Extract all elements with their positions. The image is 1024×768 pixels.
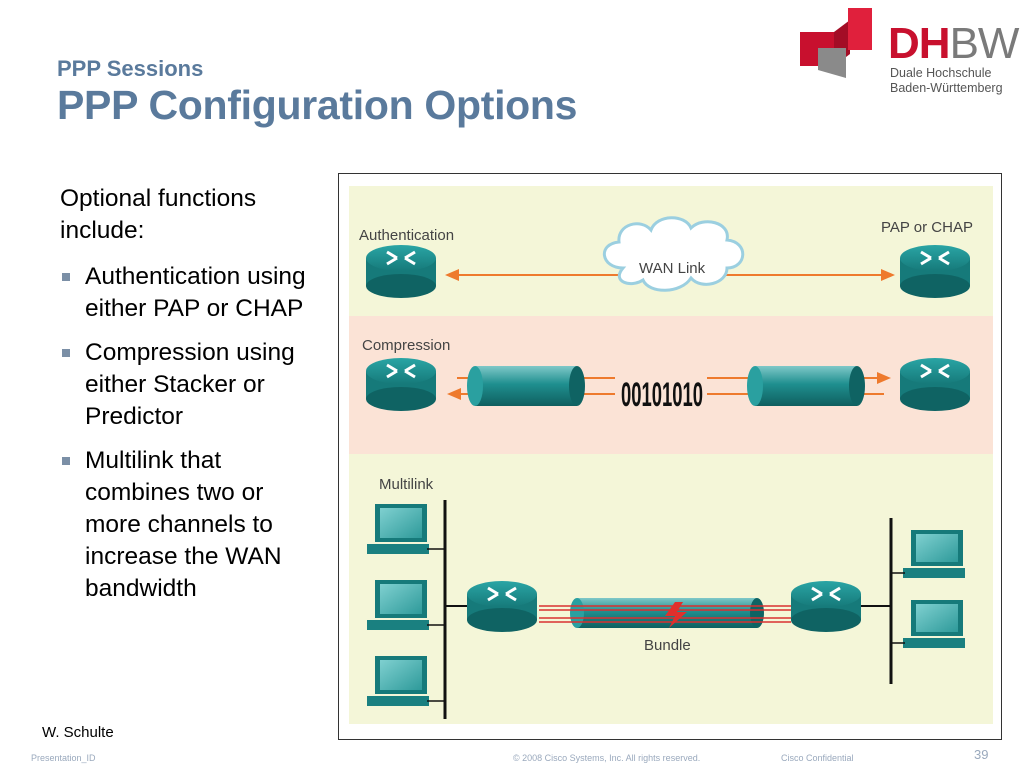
binary-data-text: 00101010 — [621, 376, 703, 414]
bullet-text: Authentication using either PAP or CHAP — [85, 263, 306, 322]
bullet-item: Multilink that combines two or more chan… — [60, 445, 320, 605]
logo-line1: Duale Hochschule — [890, 66, 992, 80]
router-icon — [900, 245, 970, 298]
diagram-canvas: Authentication PAP or CHAP WAN Link Comp… — [349, 186, 993, 724]
ppp-options-diagram: Authentication PAP or CHAP WAN Link Comp… — [338, 173, 1002, 740]
pc-icon — [367, 656, 445, 706]
slide-title: PPP Configuration Options — [57, 82, 578, 128]
section-subtitle: PPP Sessions — [57, 56, 204, 81]
logo-line2: Baden-Württemberg — [890, 81, 1003, 95]
logo-wordmark: DHBW — [888, 19, 1020, 68]
multilink-label: Multilink — [379, 476, 434, 493]
router-icon — [467, 581, 537, 632]
logo-letters-red: DH — [888, 19, 951, 68]
bullet-item: Authentication using either PAP or CHAP — [60, 261, 320, 325]
bullet-marker-icon — [62, 457, 70, 465]
bullet-item: Compression using either Stacker or Pred… — [60, 337, 320, 433]
bullet-list: Authentication using either PAP or CHAP … — [60, 261, 320, 605]
copyright-notice: © 2008 Cisco Systems, Inc. All rights re… — [513, 753, 701, 763]
arrow-head-right-icon — [877, 372, 891, 384]
compression-pipe-icon — [467, 366, 585, 406]
bullet-text: Multilink that combines two or more chan… — [85, 447, 282, 602]
router-icon — [366, 245, 436, 298]
bullet-marker-icon — [62, 349, 70, 357]
binary-backdrop — [615, 366, 707, 410]
router-icon — [791, 581, 861, 632]
compression-pipe-icon — [747, 366, 865, 406]
router-icon — [366, 358, 436, 411]
dhbw-logo-mark-icon — [800, 8, 872, 78]
presentation-id: Presentation_ID — [31, 753, 96, 763]
pc-icon — [891, 530, 965, 578]
author-name: W. Schulte — [42, 724, 114, 741]
bundle-label: Bundle — [644, 637, 691, 654]
intro-text: Optional functions include: — [60, 185, 257, 244]
arrow-head-right-icon — [881, 269, 895, 281]
bundle-pipe-icon — [570, 598, 764, 628]
cloud-icon — [602, 216, 745, 292]
pc-icon — [367, 580, 445, 630]
pc-icon — [891, 600, 965, 648]
router-icon — [900, 358, 970, 411]
bullet-content: Optional functions include: Authenticati… — [60, 183, 320, 617]
authentication-label: Authentication — [359, 227, 454, 244]
bullet-marker-icon — [62, 273, 70, 281]
bullet-text: Compression using either Stacker or Pred… — [85, 339, 295, 430]
logo-letters-gray: BW — [949, 19, 1020, 68]
arrow-head-left-icon — [445, 269, 459, 281]
slide-number: 39 — [974, 747, 989, 762]
multilink-band — [349, 454, 993, 724]
pc-icon — [367, 504, 445, 554]
pap-chap-label: PAP or CHAP — [881, 219, 973, 236]
compression-label: Compression — [362, 337, 450, 354]
confidential-notice: Cisco Confidential — [781, 753, 854, 763]
arrow-head-left-icon — [447, 388, 461, 400]
wan-link-label: WAN Link — [639, 260, 706, 277]
lightning-bolt-icon — [665, 602, 687, 628]
